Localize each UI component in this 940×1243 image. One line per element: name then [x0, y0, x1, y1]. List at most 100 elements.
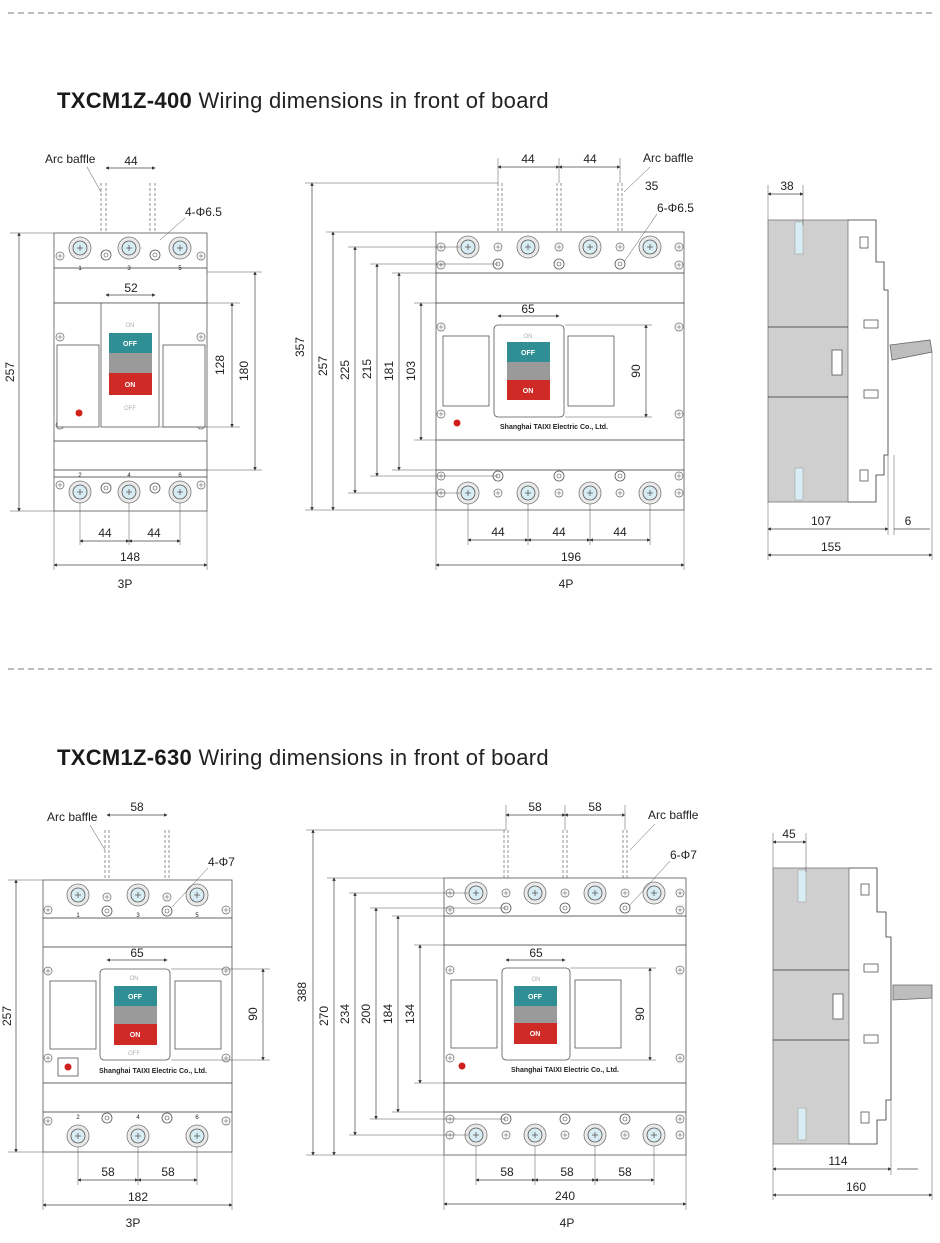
off-button-label: OFF [123, 341, 138, 348]
diagram-630-4p: ON OFF ON Shanghai TAIXI Electric Co., L… [295, 800, 699, 1230]
diagram-400-4p: ON OFF ON Shanghai TAIXI Electric Co., L… [293, 151, 694, 591]
dim-label: 257 [316, 356, 330, 376]
dim-label: 107 [811, 514, 831, 528]
diagram-630-3p: 1 3 5 ON OFF ON OFF Shanghai TAIXI Elect… [0, 800, 270, 1230]
dim-label: 215 [360, 359, 374, 379]
off-button-label: OFF [128, 994, 143, 1001]
dim-label: 257 [0, 1006, 14, 1026]
on-button[interactable] [507, 380, 550, 400]
switch-on-label: ON [130, 976, 139, 982]
holes-label: 6-Φ7 [670, 848, 697, 862]
pole-label: 3P [126, 1216, 141, 1230]
handle-icon [892, 984, 933, 1001]
dim-label: 58 [161, 1165, 175, 1179]
dim-label: 58 [101, 1165, 115, 1179]
dim-label: 148 [120, 550, 140, 564]
dim-label: 225 [338, 360, 352, 380]
switch-off-label: OFF [128, 1051, 140, 1057]
off-button[interactable] [507, 342, 550, 362]
dim-label: 114 [828, 1154, 847, 1168]
indicator-light [458, 1062, 466, 1070]
dim-label: 257 [3, 362, 17, 382]
terminal-label: 3 [136, 913, 140, 919]
maker-label: Shanghai TAIXI Electric Co., Ltd. [511, 1067, 619, 1074]
dim-label: 357 [293, 337, 307, 357]
switch-on-label: ON [524, 334, 533, 340]
on-button[interactable] [514, 1023, 557, 1044]
off-button-label: OFF [521, 350, 536, 357]
dim-label: 65 [529, 946, 543, 960]
on-button-label: ON [523, 388, 534, 395]
dim-label: 240 [555, 1189, 575, 1203]
indicator-light [453, 419, 461, 427]
dim-label: 128 [213, 355, 227, 375]
off-button[interactable] [514, 986, 557, 1006]
terminal-icon [797, 1107, 807, 1141]
on-button[interactable] [114, 1024, 157, 1045]
dim-label: 38 [780, 179, 794, 193]
dim-label: 44 [552, 525, 566, 539]
dim-label: 58 [618, 1165, 632, 1179]
arc-baffle-label: Arc baffle [643, 151, 694, 165]
off-button[interactable] [114, 986, 157, 1006]
terminal-label: 5 [178, 266, 182, 272]
terminal-label: 3 [127, 266, 131, 272]
dim-label: 155 [821, 540, 841, 554]
dim-label: 44 [147, 526, 161, 540]
dim-label: 181 [382, 361, 396, 381]
dim-label: 44 [613, 525, 627, 539]
dim-label: 44 [583, 152, 597, 166]
terminal-icon [794, 467, 804, 501]
dim-label: 44 [491, 525, 505, 539]
dim-label: 234 [338, 1004, 352, 1024]
dim-label: 44 [124, 154, 138, 168]
terminal-icon [797, 869, 807, 903]
dim-label: 196 [561, 550, 581, 564]
title-630-text: Wiring dimensions in front of board [198, 745, 549, 770]
on-button-label: ON [530, 1031, 541, 1038]
dim-label: 180 [237, 361, 251, 381]
mounting-hole-icon [100, 249, 112, 261]
arc-baffle-label: Arc baffle [648, 808, 699, 822]
terminal-label: 6 [178, 473, 182, 479]
switch-on-label: ON [532, 977, 541, 983]
title-400-model: TXCM1Z-400 [57, 88, 193, 113]
on-button-label: ON [130, 1032, 141, 1039]
title-630-model: TXCM1Z-630 [57, 745, 193, 770]
dim-label: 90 [246, 1007, 260, 1021]
terminal-icon [794, 221, 804, 255]
dim-label: 65 [130, 946, 144, 960]
dim-label: 90 [633, 1007, 647, 1021]
dim-label: 6 [905, 514, 912, 528]
terminal-icon [168, 236, 192, 260]
dim-label: 45 [782, 827, 796, 841]
dim-label: 44 [98, 526, 112, 540]
dim-label: 44 [521, 152, 535, 166]
holes-label: 4-Φ7 [208, 855, 235, 869]
dim-label: 182 [128, 1190, 148, 1204]
pole-label: 3P [118, 577, 133, 591]
dim-label: 52 [124, 281, 138, 295]
diagram-400-side: 38 107 6 155 [767, 179, 933, 560]
switch-on-label: ON [126, 323, 135, 329]
indicator-light [75, 409, 83, 417]
dim-label: 103 [404, 361, 418, 381]
maker-label: Shanghai TAIXI Electric Co., Ltd. [99, 1068, 207, 1075]
dim-label: 270 [317, 1006, 331, 1026]
off-button[interactable] [109, 333, 152, 353]
title-400-text: Wiring dimensions in front of board [198, 88, 549, 113]
dim-label: 134 [403, 1004, 417, 1024]
terminal-label: 1 [78, 266, 82, 272]
on-button[interactable] [109, 373, 152, 395]
dim-label: 200 [359, 1004, 373, 1024]
terminal-label: 2 [76, 1115, 80, 1121]
indicator-light [64, 1063, 72, 1071]
diagram-630-side: 45 114 160 [772, 827, 933, 1200]
dim-label: 58 [500, 1165, 514, 1179]
terminal-label: 2 [78, 473, 82, 479]
arc-baffle-label: Arc baffle [47, 810, 98, 824]
terminal-icon [117, 480, 141, 504]
terminal-icon [68, 236, 92, 260]
arc-baffle-label: Arc baffle [45, 152, 96, 166]
